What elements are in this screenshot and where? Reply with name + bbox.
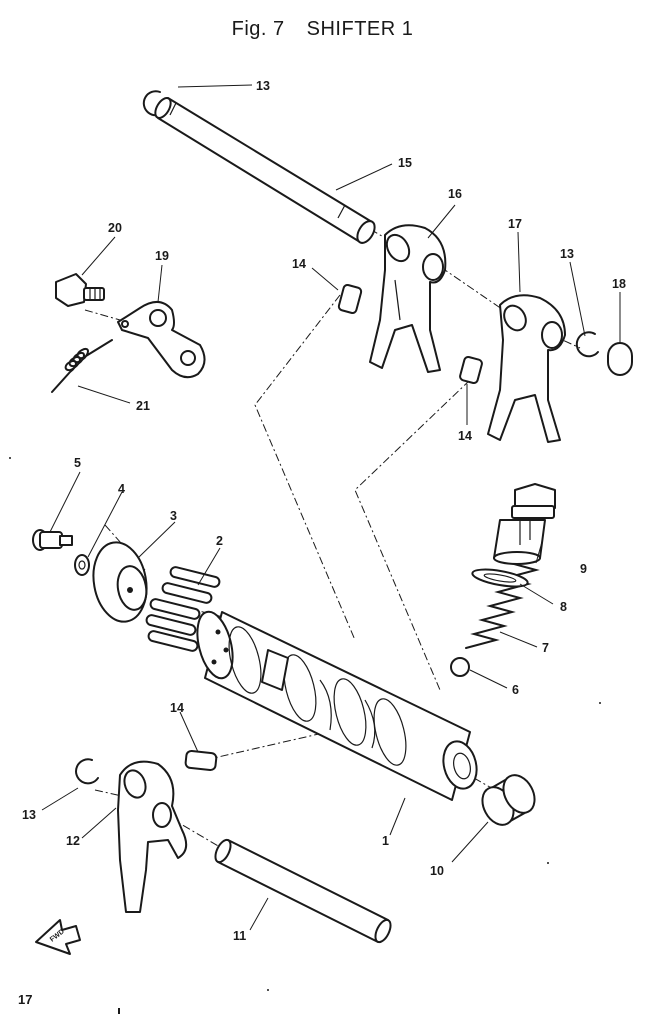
bolt-20 — [55, 273, 105, 307]
callout-16: 16 — [448, 187, 462, 201]
callout-14-lower: 14 — [170, 701, 184, 715]
callout-7: 7 — [542, 641, 549, 655]
plug-bolt-9 — [493, 483, 556, 565]
fork-shaft-upper — [154, 97, 376, 244]
forward-arrow-icon: FWD — [35, 919, 81, 955]
cap-18 — [607, 342, 633, 376]
plate-3 — [92, 541, 148, 623]
callout-8: 8 — [560, 600, 567, 614]
callout-20: 20 — [108, 221, 122, 235]
shift-fork-16 — [369, 224, 447, 373]
spring-7 — [465, 556, 541, 649]
callout-1: 1 — [382, 834, 389, 848]
callout-15: 15 — [398, 156, 412, 170]
scan-specks — [9, 457, 601, 1014]
callout-5: 5 — [74, 456, 81, 470]
pin-14-lower — [184, 749, 218, 772]
washer-4 — [74, 554, 90, 576]
callout-12: 12 — [66, 834, 80, 848]
callout-9: 9 — [580, 562, 587, 576]
leader-lines — [41, 84, 621, 931]
shift-cam-drum-1 — [196, 610, 478, 801]
callout-19: 19 — [155, 249, 169, 263]
callout-17: 17 — [508, 217, 522, 231]
callout-13-top: 13 — [256, 79, 270, 93]
circlip-right — [575, 331, 599, 358]
cap-10 — [481, 774, 536, 826]
stopper-lever-19 — [117, 301, 206, 379]
callout-3: 3 — [170, 509, 177, 523]
callout-10: 10 — [430, 864, 444, 878]
shift-fork-12 — [117, 760, 188, 913]
callout-13-lower: 13 — [22, 808, 36, 822]
washer-8 — [471, 568, 529, 588]
figure-title: Fig. 7 SHIFTER 1 — [0, 18, 645, 41]
pin-14-upper-left — [337, 284, 363, 314]
callout-14-upper-left: 14 — [292, 257, 306, 271]
figure-name: SHIFTER 1 — [306, 18, 414, 40]
pin-14-upper-right — [459, 355, 483, 385]
ball-6 — [450, 657, 470, 677]
figure-number: Fig. 7 — [231, 18, 285, 40]
callout-13-right: 13 — [560, 247, 574, 261]
circlip-lower — [75, 758, 99, 785]
callout-2: 2 — [216, 534, 223, 548]
callout-14-upper-right: 14 — [458, 429, 472, 443]
page-number: 17 — [18, 992, 33, 1007]
callout-labels: 13 15 16 17 13 18 14 14 20 19 21 5 4 3 2… — [22, 79, 626, 943]
spring-21 — [51, 339, 113, 393]
callout-11: 11 — [233, 929, 246, 943]
callout-4: 4 — [118, 482, 125, 496]
callout-21: 21 — [136, 399, 150, 413]
shift-fork-17 — [487, 294, 566, 443]
callout-6: 6 — [512, 683, 519, 697]
screw-5 — [32, 529, 73, 551]
fork-shaft-lower — [214, 838, 392, 944]
callout-18: 18 — [612, 277, 626, 291]
pins-2 — [145, 566, 221, 652]
